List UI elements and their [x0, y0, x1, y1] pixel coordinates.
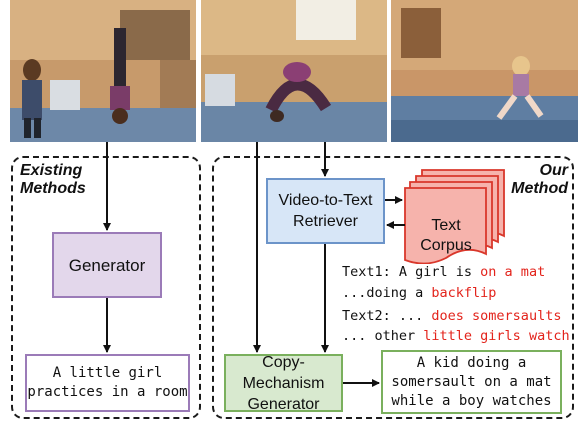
text2-highlight: does somersaults	[431, 308, 562, 324]
video-frame-1	[10, 0, 196, 142]
retrieved-text-2: Text2: ... does somersaults	[342, 308, 561, 324]
our-output-line2: somersault on a mat	[391, 373, 552, 390]
our-output-line3: while a boy watches	[391, 392, 552, 409]
generator-label: Generator	[68, 255, 146, 275]
corpus-line1: Text	[431, 217, 461, 234]
retriever-line1: Video-to-Text	[278, 192, 373, 209]
copy-line2: Generator	[247, 395, 320, 413]
corpus-line2: Corpus	[420, 237, 472, 254]
our-output-box: A kid doing a somersault on a mat while …	[381, 350, 562, 414]
video-to-text-retriever-box: Video-to-Text Retriever	[266, 178, 385, 244]
copy-mechanism-generator-box: Copy-Mechanism Generator	[224, 353, 343, 413]
existing-title-line1: Existing	[20, 162, 83, 179]
text1-highlight: on a mat	[480, 264, 546, 280]
existing-output-line2: practices in a room	[27, 384, 188, 400]
retrieved-text-1b: ...doing a backflip	[342, 285, 496, 301]
text1-prefix: Text1: A girl is	[342, 264, 481, 280]
retrieved-text-1: Text1: A girl is on a mat	[342, 264, 545, 280]
our-title-line2: Method	[511, 180, 568, 197]
our-method-group	[212, 156, 574, 419]
text2b-prefix: ... other	[342, 328, 424, 344]
our-title-line1: Our	[539, 162, 568, 179]
generator-box: Generator	[52, 232, 162, 298]
retrieved-text-2b: ... other little girls watch	[342, 328, 570, 344]
video-frame-2	[201, 0, 387, 142]
text2b-highlight: little girls watch	[423, 328, 570, 344]
text1b-prefix: ...doing a	[342, 285, 432, 301]
retriever-line2: Retriever	[293, 213, 358, 230]
video-frame-3	[391, 0, 578, 142]
text2-prefix: Text2: ...	[342, 308, 432, 324]
existing-title-line2: Methods	[20, 180, 86, 197]
our-method-title: Our Method	[508, 162, 568, 198]
existing-output-line1: A little girl	[52, 365, 163, 381]
copy-line1: Copy-Mechanism	[242, 353, 325, 392]
text-corpus-icon	[404, 169, 505, 264]
our-output-line1: A kid doing a	[416, 354, 527, 371]
text-corpus-label: Text Corpus	[406, 216, 486, 256]
existing-output-box: A little girl practices in a room	[25, 354, 190, 412]
text1b-highlight: backflip	[431, 285, 497, 301]
existing-methods-title: Existing Methods	[20, 162, 86, 198]
